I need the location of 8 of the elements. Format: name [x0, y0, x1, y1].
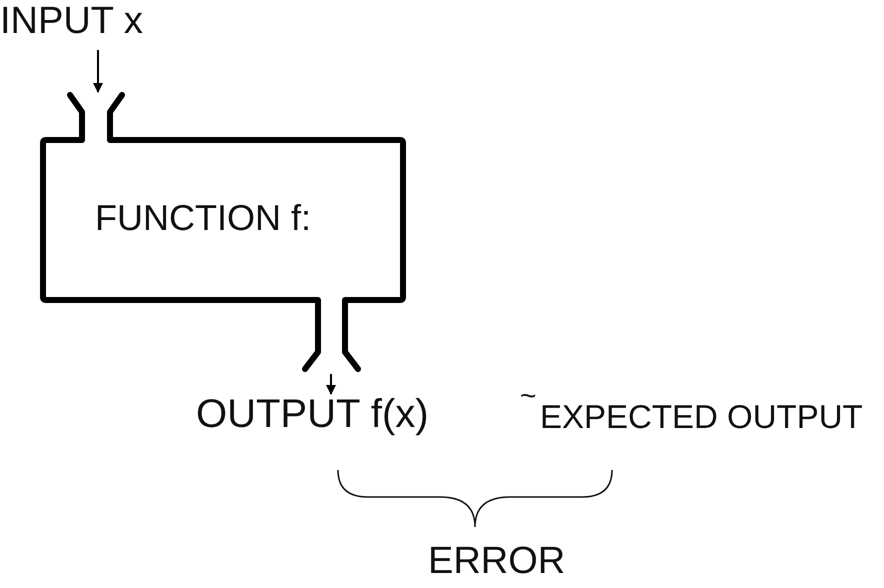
- tilde-symbol: ~: [520, 382, 536, 410]
- expected-output-label: EXPECTED OUTPUT: [540, 400, 863, 433]
- node-text: FUNCTION f:: [95, 197, 311, 238]
- error-label: ERROR: [428, 542, 566, 580]
- arrow: [93, 50, 103, 93]
- node-text: OUTPUT f(x): [196, 394, 429, 434]
- node-text: INPUT x: [0, 2, 143, 40]
- arrow: [326, 374, 336, 395]
